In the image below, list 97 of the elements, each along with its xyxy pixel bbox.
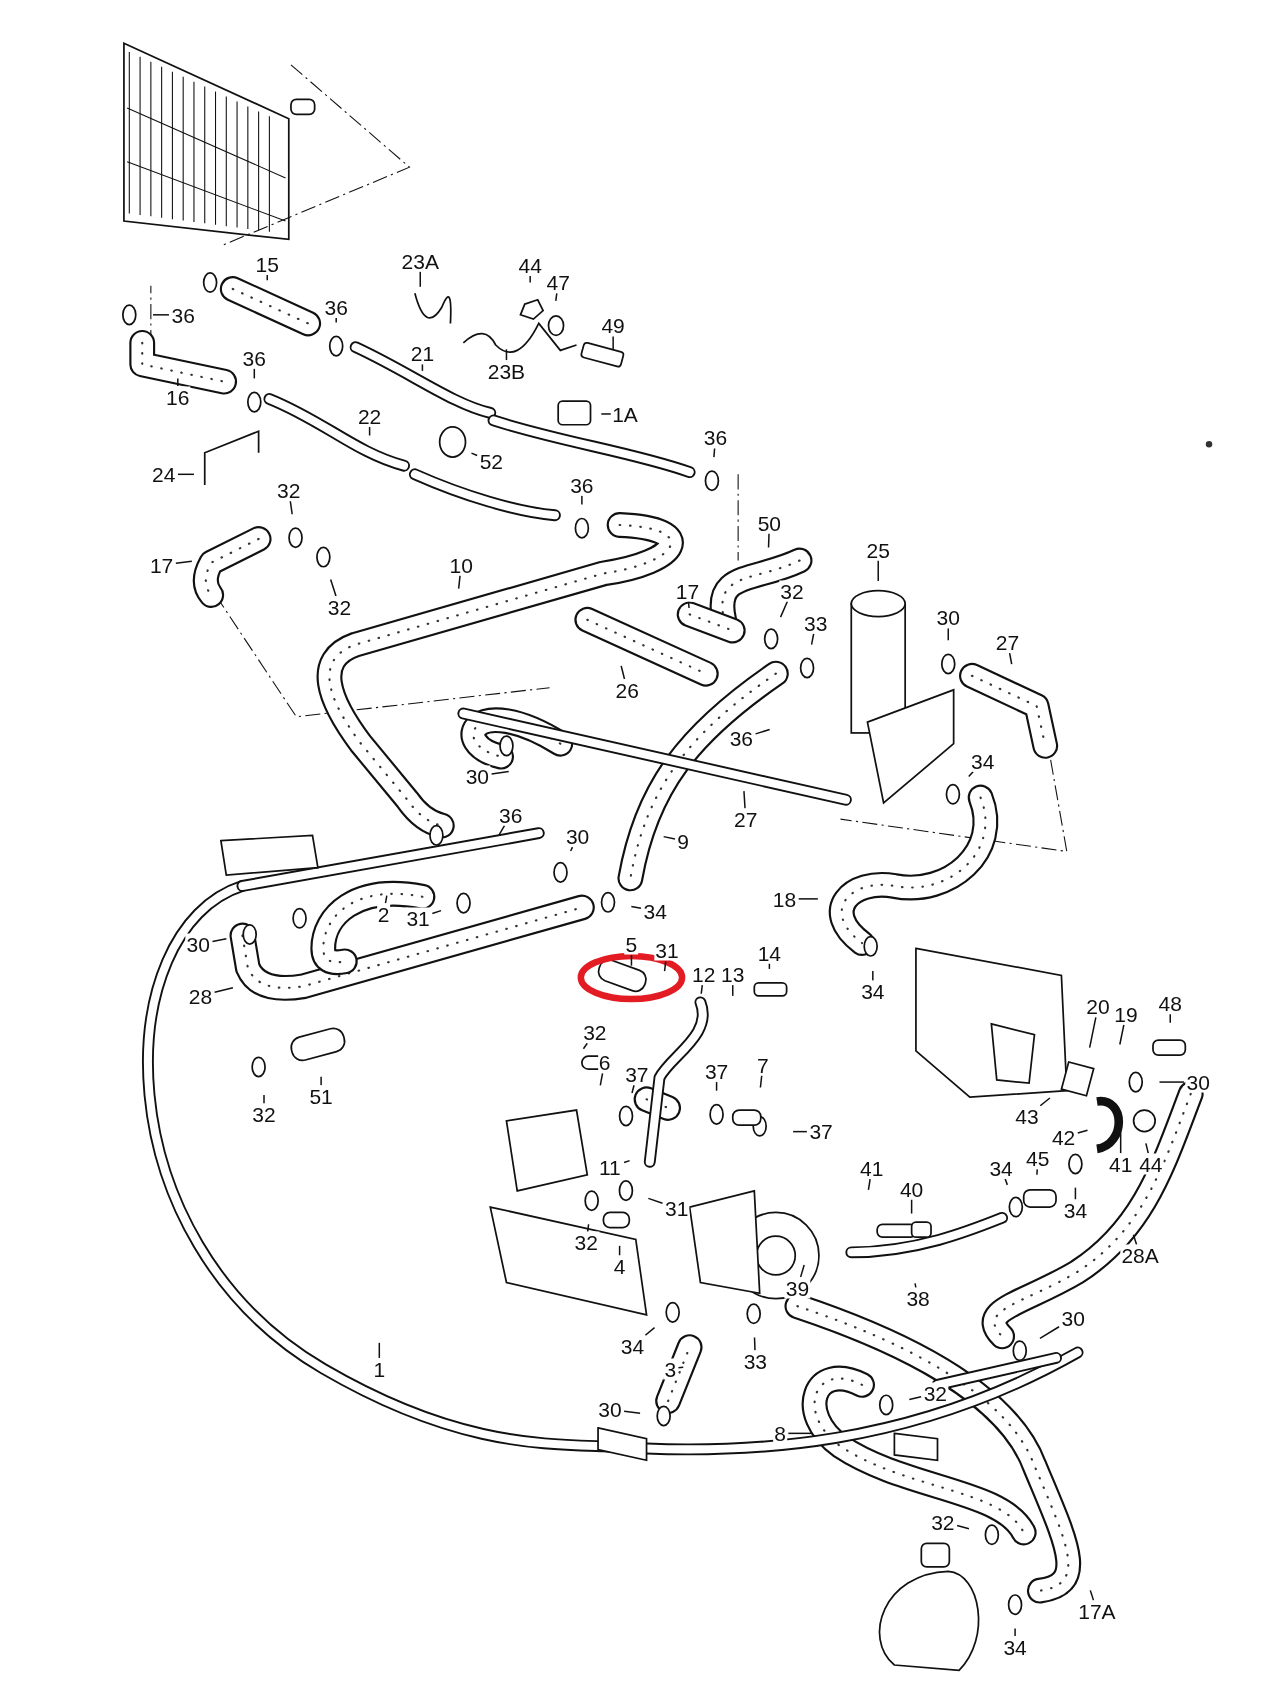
leader-line <box>968 770 974 778</box>
leader-line <box>384 894 388 904</box>
leader-line <box>1088 1016 1097 1049</box>
leader-line <box>713 447 716 458</box>
leader-line <box>908 1396 922 1401</box>
leader-line <box>1039 1326 1060 1340</box>
callout-number: 30 <box>464 765 491 787</box>
leader-line <box>177 377 179 387</box>
leader-line <box>569 846 574 852</box>
leader-line <box>644 1326 656 1337</box>
leader-line <box>799 1264 805 1278</box>
leader-line <box>490 770 510 775</box>
callout-number: 16 <box>165 386 191 408</box>
leader-line <box>266 274 268 282</box>
callout-number: 17A <box>1077 1600 1117 1622</box>
leader-line <box>600 413 612 415</box>
leader-line <box>320 1075 322 1087</box>
leader-line <box>419 270 421 288</box>
leader-line <box>792 1130 808 1133</box>
callout-number: 23B <box>486 360 527 382</box>
leader-line <box>1008 652 1013 665</box>
leader-line <box>457 574 461 590</box>
leader-line <box>623 1159 631 1164</box>
leader-line <box>329 578 337 597</box>
callout-number: 44 <box>1138 1153 1164 1175</box>
leader-line <box>612 335 614 351</box>
leader-line <box>1004 1178 1009 1186</box>
leader-line <box>1145 1142 1149 1154</box>
leader-line <box>213 986 234 994</box>
leader-line <box>700 984 704 995</box>
leader-line <box>867 1178 871 1191</box>
leader-line <box>1077 1129 1089 1134</box>
leader-line <box>586 1223 590 1233</box>
leader-line <box>647 1197 664 1204</box>
leader-line <box>877 559 879 582</box>
callout-number: 30 <box>185 933 211 955</box>
leader-line <box>767 532 770 549</box>
leader-line <box>529 275 531 284</box>
leader-line <box>630 905 642 909</box>
leader-line <box>631 1084 635 1094</box>
callout-number: 41 <box>1108 1153 1134 1175</box>
leader-line <box>662 835 676 840</box>
leader-line <box>1119 1131 1122 1154</box>
callout-number: 27 <box>733 808 759 830</box>
leader-line <box>505 348 508 361</box>
leader-line <box>211 938 228 943</box>
leader-line <box>498 824 506 836</box>
leader-line <box>914 1282 917 1289</box>
callout-number: 3 <box>663 1358 678 1379</box>
leader-line <box>810 633 815 646</box>
leader-line <box>470 452 478 457</box>
leader-line <box>175 560 193 564</box>
callout-number: 2 <box>376 903 391 925</box>
leader-line <box>1158 1081 1185 1083</box>
leader-line <box>152 314 170 316</box>
leader-line <box>289 500 293 515</box>
leader-line <box>1119 1024 1125 1046</box>
leader-line <box>555 292 558 302</box>
callout-number: 26 <box>614 679 640 701</box>
leader-line <box>582 1042 589 1050</box>
leader-line <box>787 1432 814 1435</box>
leader-line <box>335 317 337 324</box>
leader-line <box>732 984 734 997</box>
leader-line <box>687 600 690 609</box>
leader-line <box>1014 1627 1016 1637</box>
leader-line <box>1132 1234 1138 1246</box>
leader-line <box>431 909 442 915</box>
leader-line <box>677 1366 684 1369</box>
leader-line <box>1036 1168 1038 1176</box>
leader-line <box>263 1094 265 1105</box>
callout-number: 32 <box>573 1231 599 1253</box>
leader-line <box>1039 1097 1051 1107</box>
callout-number: 32 <box>326 596 353 618</box>
callout-number: 28A <box>1120 1244 1160 1266</box>
leader-line <box>743 790 746 810</box>
leader-line <box>378 1342 381 1359</box>
callout-number: 39 <box>784 1277 811 1299</box>
leader-line <box>623 1410 641 1414</box>
leader-line <box>177 473 195 476</box>
leader-line <box>956 1524 970 1530</box>
leader-line <box>1089 1589 1095 1602</box>
callout-number: 51 <box>308 1085 334 1107</box>
leader-line <box>779 600 789 618</box>
leader-line <box>620 665 626 680</box>
leader-line <box>797 898 819 900</box>
leader-line <box>753 1336 756 1352</box>
callout-number: 32 <box>779 580 805 601</box>
callout-number: 32 <box>922 1382 948 1404</box>
leader-line <box>872 970 874 982</box>
callout-number: 33 <box>742 1350 769 1372</box>
leader-line <box>663 960 667 972</box>
leader-line <box>599 1072 604 1087</box>
leader-line <box>768 962 771 970</box>
leader-line <box>1169 1013 1171 1024</box>
leader-line <box>581 495 583 506</box>
callout-number: 31 <box>405 907 431 929</box>
leader-line <box>754 728 771 735</box>
